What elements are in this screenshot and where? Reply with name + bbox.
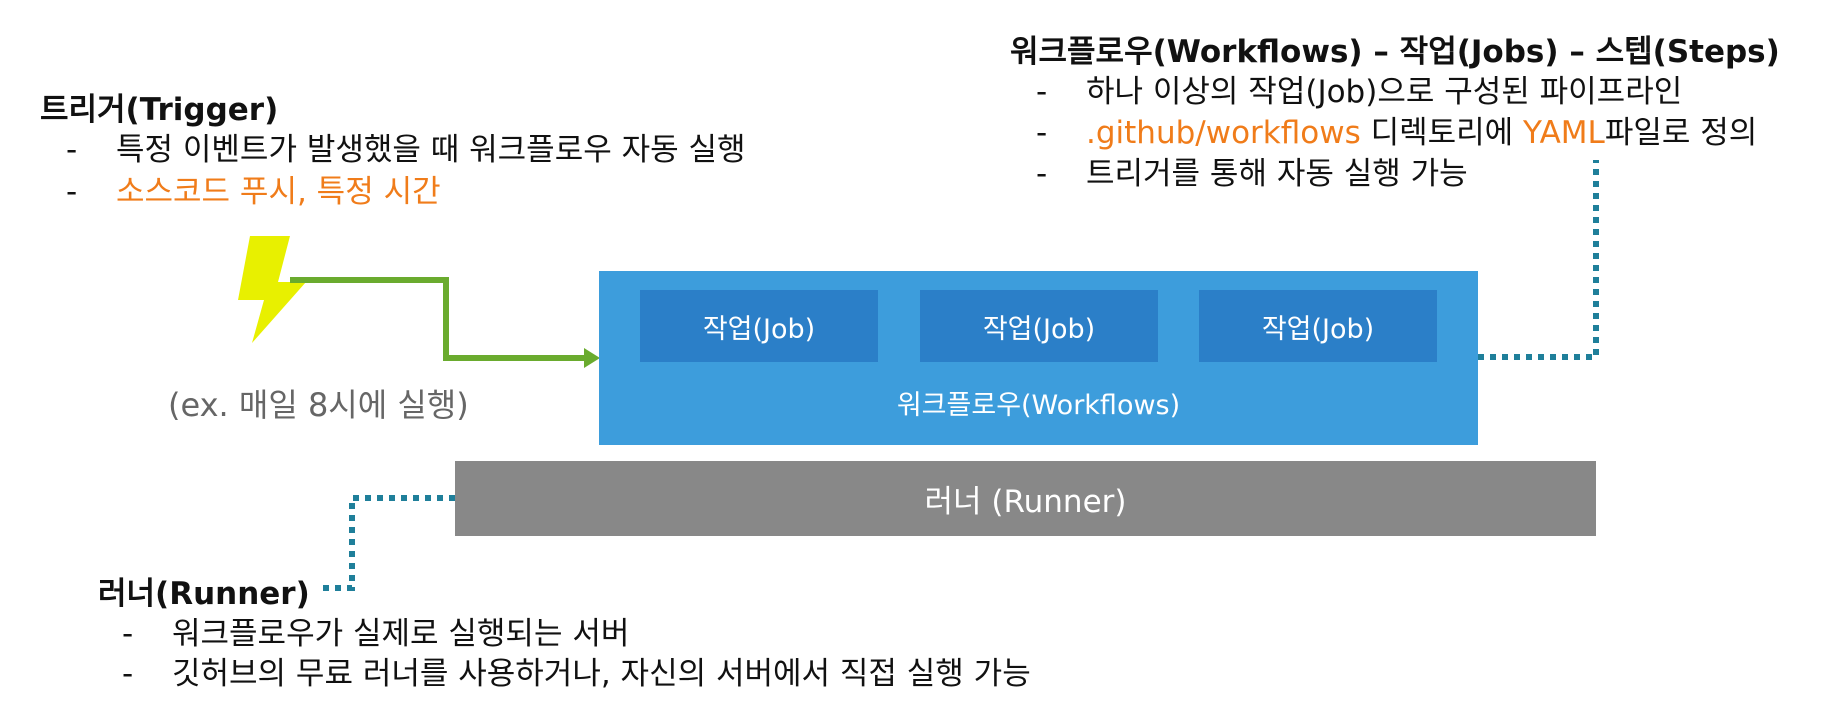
workflow-bullet-1: - 하나 이상의 작업(Job)으로 구성된 파이프라인	[1036, 66, 1682, 111]
workflow-bullet-2-end: 파일로 정의	[1604, 115, 1758, 151]
runner-bullet-1: - 워크플로우가 실제로 실행되는 서버	[122, 608, 629, 653]
bullet-dash: -	[1036, 156, 1048, 192]
workflow-yaml-text: YAML	[1523, 115, 1605, 151]
trigger-bullet-2: - 소스코드 푸시, 특정 시간	[66, 166, 441, 211]
runner-bullet-2-text: 깃허브의 무료 러너를 사용하거나, 자신의 서버에서 직접 실행 가능	[172, 656, 1031, 692]
trigger-bullet-1-text: 특정 이벤트가 발생했을 때 워크플로우 자동 실행	[116, 132, 746, 168]
workflow-path-text: .github/workflows	[1086, 115, 1361, 151]
workflow-bullet-3-text: 트리거를 통해 자동 실행 가능	[1086, 156, 1468, 192]
runner-bullet-2: - 깃허브의 무료 러너를 사용하거나, 자신의 서버에서 직접 실행 가능	[122, 648, 1031, 693]
trigger-bullet-2-text: 소스코드 푸시, 특정 시간	[116, 174, 441, 210]
workflow-heading: 워크플로우(Workflows) – 작업(Jobs) – 스텝(Steps)	[1010, 34, 1780, 70]
bullet-dash: -	[122, 656, 134, 692]
runner-bullet-1-text: 워크플로우가 실제로 실행되는 서버	[172, 616, 630, 652]
job-box-3: 작업(Job)	[1199, 290, 1437, 362]
trigger-heading: 트리거(Trigger)	[40, 92, 279, 128]
workflow-box-label: 워크플로우(Workflows)	[896, 390, 1181, 421]
workflow-bullet-2: - .github/workflows 디렉토리에 YAML파일로 정의	[1036, 107, 1757, 152]
workflow-dotted-connector	[1478, 160, 1599, 360]
trigger-arrow-head	[584, 348, 600, 368]
runner-dotted-connector	[322, 495, 455, 591]
runner-heading: 러너(Runner)	[98, 576, 310, 612]
workflow-bullet-3: - 트리거를 통해 자동 실행 가능	[1036, 148, 1468, 193]
trigger-arrow	[290, 277, 588, 361]
runner-bar: 러너 (Runner)	[455, 461, 1596, 536]
job-box-1: 작업(Job)	[640, 290, 878, 362]
bullet-dash: -	[66, 132, 78, 168]
bullet-dash: -	[122, 616, 134, 652]
workflow-box: 작업(Job) 작업(Job) 작업(Job) 워크플로우(Workflows)	[599, 271, 1478, 445]
trigger-example: (ex. 매일 8시에 실행)	[168, 386, 469, 424]
lightning-bolt-icon	[238, 236, 306, 343]
bullet-dash: -	[1036, 115, 1048, 151]
workflow-bullet-2-mid: 디렉토리에	[1360, 115, 1524, 151]
bullet-dash: -	[1036, 74, 1048, 110]
trigger-bullet-1: - 특정 이벤트가 발생했을 때 워크플로우 자동 실행	[66, 124, 746, 169]
workflow-bullet-1-text: 하나 이상의 작업(Job)으로 구성된 파이프라인	[1086, 74, 1683, 110]
job-box-2: 작업(Job)	[920, 290, 1158, 362]
bullet-dash: -	[66, 174, 78, 210]
